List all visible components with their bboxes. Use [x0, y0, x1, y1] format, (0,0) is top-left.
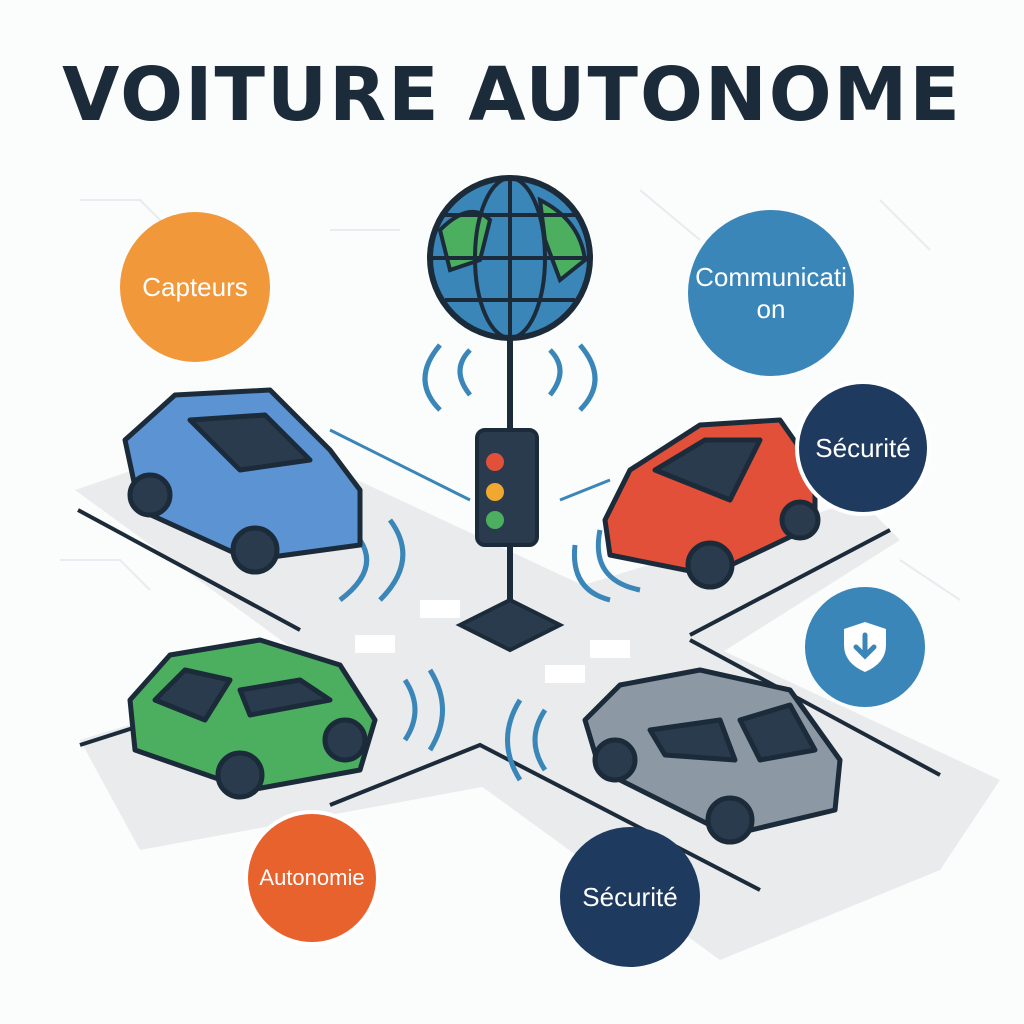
bubble-communication-label-1: Communicati	[695, 262, 847, 292]
traffic-light-icon	[455, 428, 565, 653]
bubble-communication: Communicati on	[688, 210, 854, 376]
shield-download-icon	[844, 622, 886, 672]
page-title: VOITURE AUTONOME	[62, 52, 962, 138]
bubble-autonomy-label: Autonomie	[259, 865, 365, 890]
bubble-security-bottom: Sécurité	[560, 827, 700, 967]
bubble-sensors: Capteurs	[120, 212, 270, 362]
car-red	[602, 417, 821, 590]
bubble-security-top: Sécurité	[795, 380, 931, 516]
globe-icon	[427, 175, 593, 440]
car-grey	[582, 667, 843, 845]
signal-waves-icon	[338, 343, 641, 782]
bubble-shield	[805, 587, 925, 707]
bubble-autonomy: Autonomie	[244, 810, 380, 946]
bubble-communication-label-2: on	[756, 294, 786, 324]
bubble-sensors-label: Capteurs	[142, 272, 248, 302]
car-green	[127, 637, 378, 800]
car-blue	[122, 387, 363, 575]
bubble-security-bottom-label: Sécurité	[582, 882, 678, 912]
crosswalk	[355, 600, 630, 683]
bubble-security-top-label: Sécurité	[815, 433, 911, 463]
